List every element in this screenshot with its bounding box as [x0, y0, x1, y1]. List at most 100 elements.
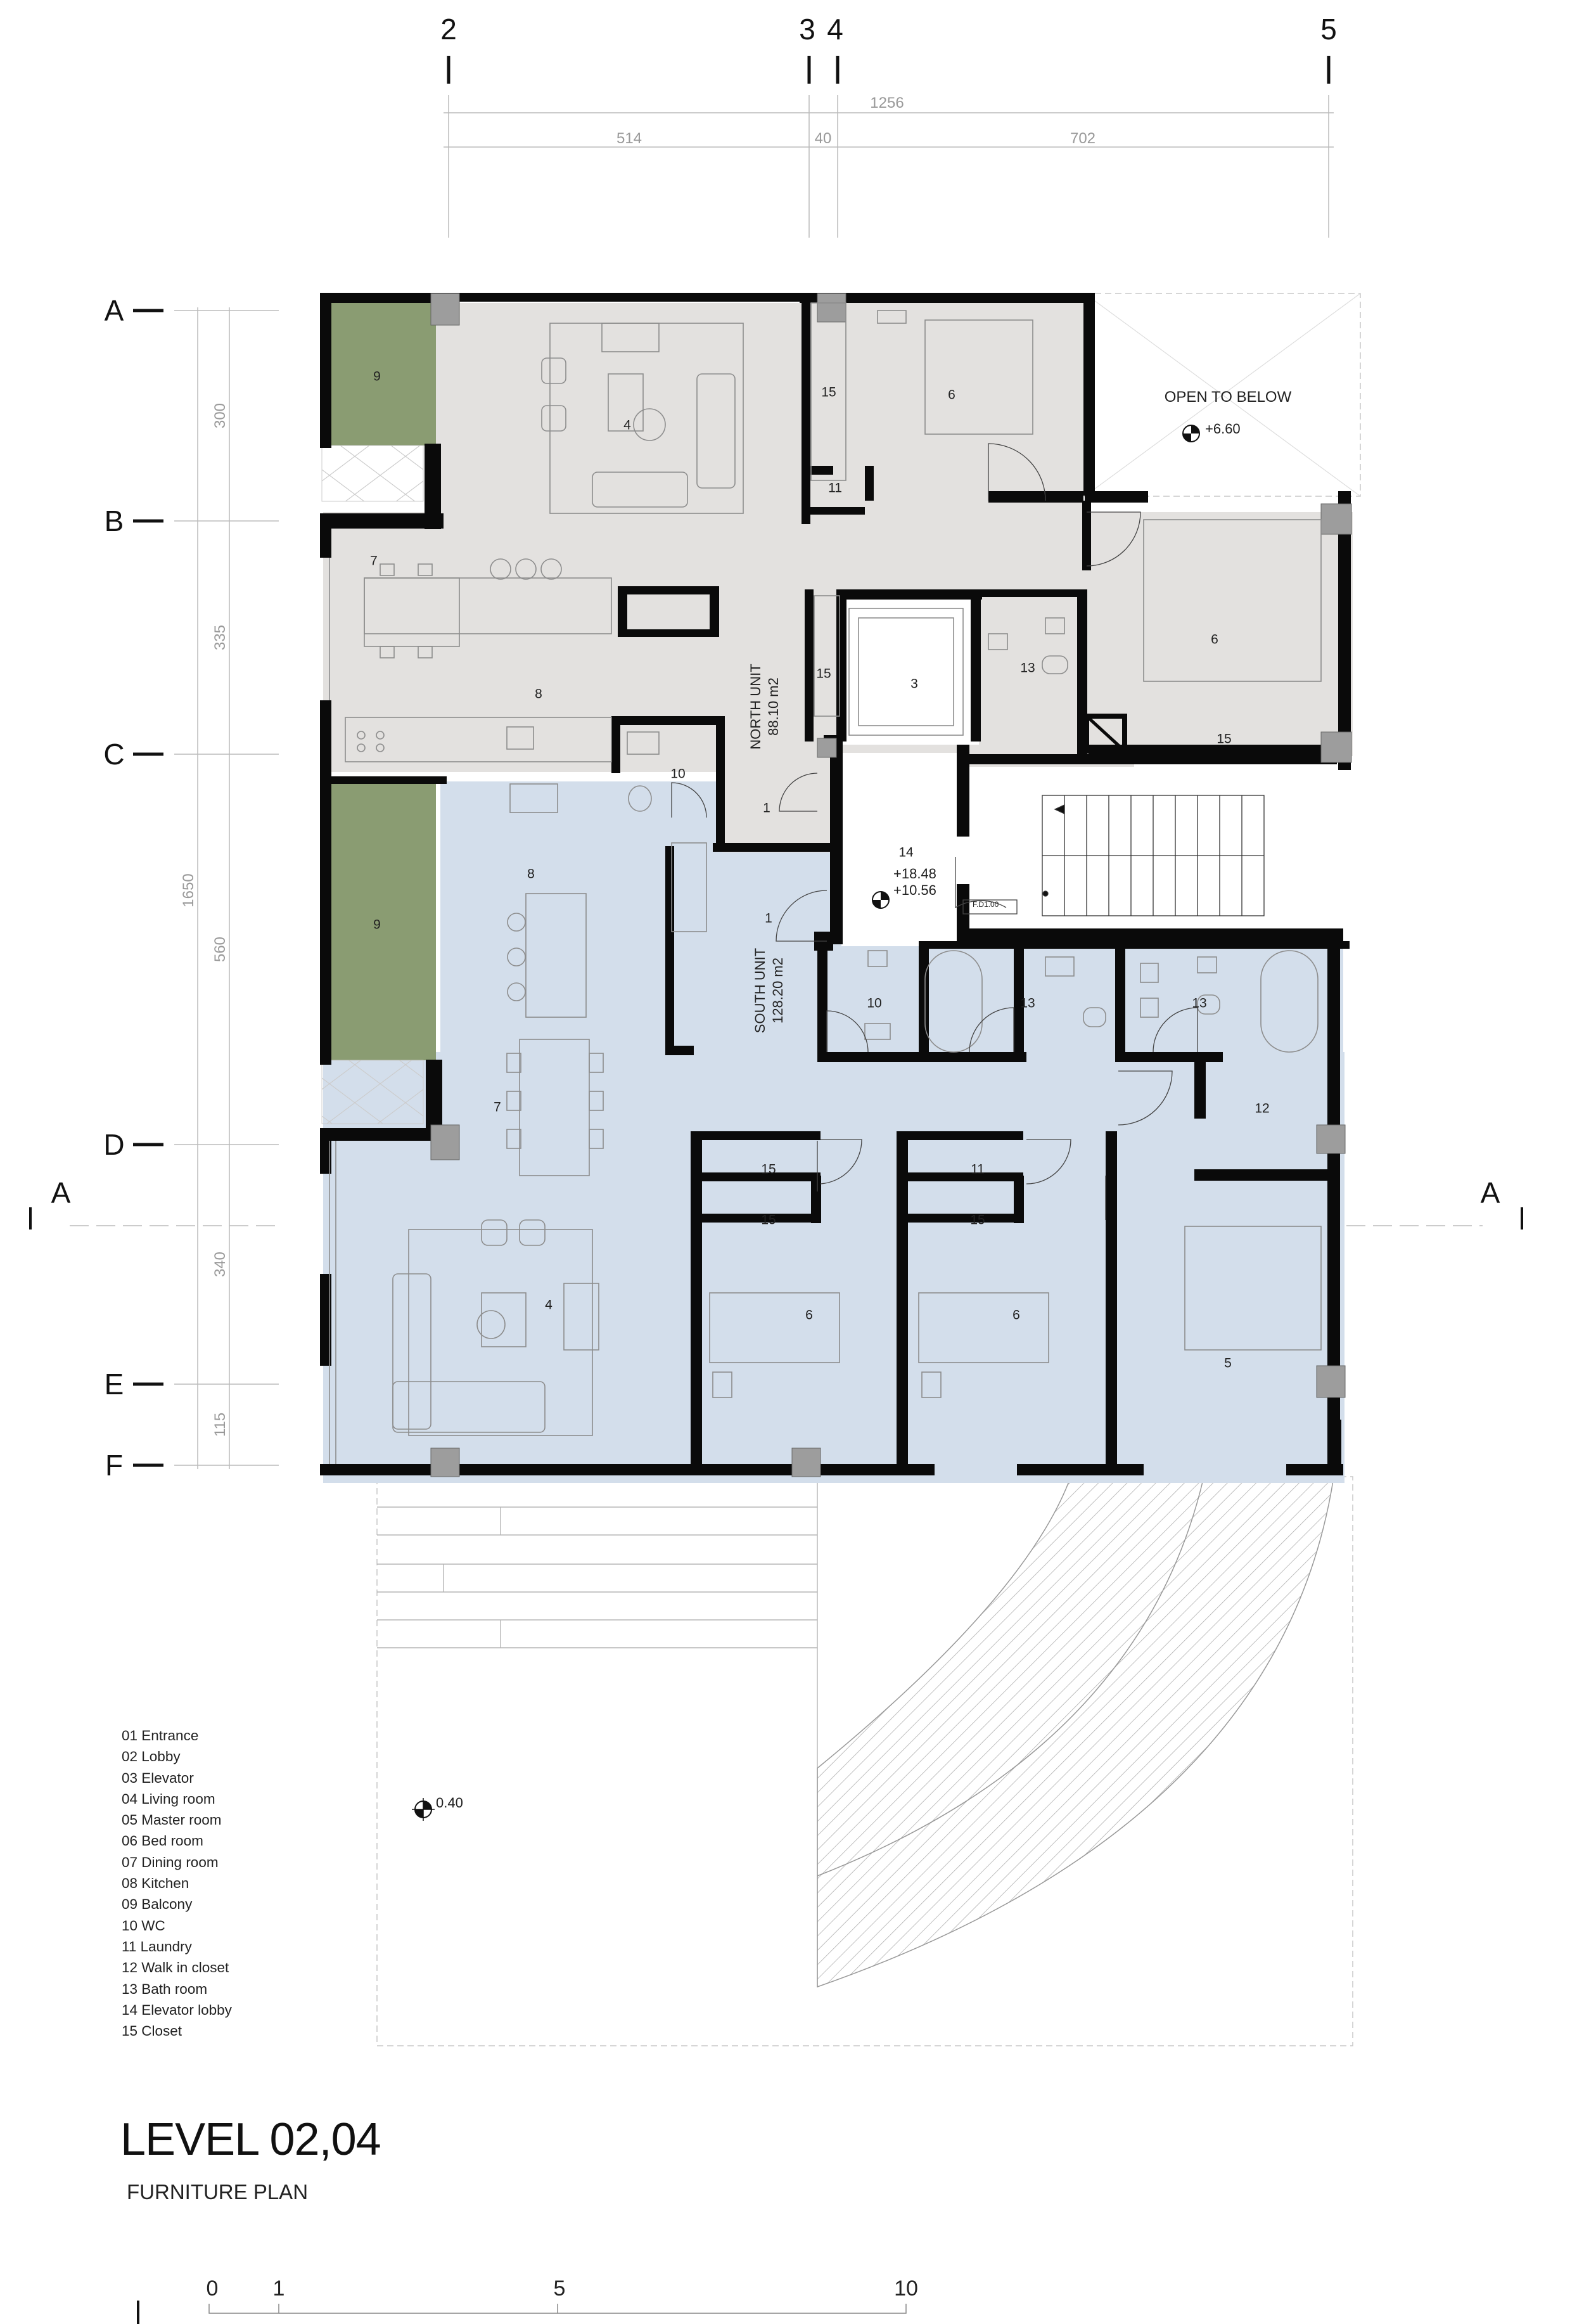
axis-label-F: F — [105, 1449, 123, 1482]
dim-total-top: 1256 — [870, 94, 904, 112]
level-open: +6.60 — [1205, 421, 1241, 437]
axis-label-D: D — [103, 1128, 124, 1161]
furniture-north — [345, 302, 1322, 812]
open-to-below: OPEN TO BELOW +6.60 — [1084, 293, 1361, 497]
balcony-south — [322, 781, 436, 1060]
scale-label-1: 1 — [273, 2276, 285, 2301]
room-num-living-south: 4 — [545, 1298, 552, 1313]
section-label-right: A — [1481, 1176, 1500, 1209]
elevator-lobby — [841, 753, 968, 946]
axis-label-A: A — [105, 294, 124, 327]
room-num-balcony-north: 9 — [373, 369, 381, 384]
scale-label-0: 0 — [207, 2276, 219, 2301]
legend-item: 11 Laundry — [122, 1938, 192, 1955]
room-num-bed-north-2: 6 — [1211, 632, 1218, 647]
room-num-bed-south-1: 6 — [805, 1308, 813, 1323]
room-num-elevator: 3 — [910, 677, 918, 691]
room-num-closet-north-1: 15 — [821, 385, 836, 400]
room-num-bath-south-2: 13 — [1192, 996, 1206, 1011]
dim-335: 335 — [212, 625, 229, 650]
room-num-bath-south-1: 13 — [1020, 996, 1035, 1011]
elevator-shaft — [836, 599, 979, 745]
scale-label-10: 10 — [894, 2276, 918, 2301]
room-num-wc-south: 10 — [867, 996, 881, 1011]
top-grid-axes: 2 3 4 5 1256 514 40 702 — [440, 13, 1337, 238]
room-num-entrance-south: 1 — [765, 911, 772, 926]
legend-item: 05 Master room — [122, 1812, 222, 1828]
legend-item: 13 Bath room — [122, 1981, 208, 1997]
room-num-bed-south-2: 6 — [1012, 1308, 1020, 1323]
level-marker-ground — [412, 1798, 435, 1821]
dim-514: 514 — [616, 130, 642, 147]
room-numbers: 9 4 6 15 11 7 8 15 3 13 6 15 10 1 14 1 8… — [370, 369, 1270, 1371]
south-unit-area: 128.20 m2 — [770, 958, 786, 1024]
north-unit-fill — [323, 303, 1353, 852]
scale-label-5: 5 — [554, 2276, 566, 2301]
room-num-kitchen-south: 8 — [527, 867, 535, 882]
level-marker-open — [1182, 425, 1200, 442]
axis-label-B: B — [105, 504, 124, 537]
legend-item: 03 Elevator — [122, 1769, 194, 1786]
page-subtitle: FURNITURE PLAN — [127, 2180, 309, 2204]
scale-bar: 0 1 5 10 — [137, 2276, 918, 2324]
left-grid-axes: A B C D E F 1650 300 335 560 340 115 — [103, 294, 279, 1482]
stair — [1042, 795, 1265, 916]
doors-south — [776, 890, 1198, 1220]
dim-40: 40 — [815, 130, 832, 147]
legend-item: 07 Dining room — [122, 1854, 219, 1870]
room-num-closet-south-3: 15 — [970, 1213, 985, 1228]
axis-label-E: E — [105, 1368, 124, 1401]
axis-label-3: 3 — [799, 13, 815, 46]
room-num-laundry-north: 11 — [828, 481, 842, 496]
section-markers: A A — [29, 1176, 1523, 1229]
site-area: 0.40 — [376, 1476, 1353, 2046]
axis-label-C: C — [103, 738, 124, 771]
dim-300: 300 — [212, 403, 229, 428]
room-num-living-north: 4 — [623, 418, 631, 433]
legend-item: 10 WC — [122, 1917, 165, 1934]
room-num-entrance-north: 1 — [763, 801, 770, 816]
doors-north — [671, 443, 1141, 915]
room-num-kitchen-north: 8 — [535, 687, 542, 702]
columns — [430, 293, 1352, 1477]
room-num-balcony-south: 9 — [373, 918, 381, 932]
south-unit-fill — [323, 781, 1344, 1483]
legend-item: 04 Living room — [122, 1790, 215, 1807]
axis-label-5: 5 — [1320, 13, 1337, 46]
dim-total-left: 1650 — [180, 873, 197, 907]
room-num-dining-north: 7 — [370, 554, 378, 568]
dim-115: 115 — [212, 1413, 229, 1437]
room-num-walkin-closet: 12 — [1255, 1101, 1269, 1116]
axis-label-4: 4 — [827, 13, 843, 46]
section-label-left: A — [51, 1176, 71, 1209]
axis-label-2: 2 — [440, 13, 457, 46]
legend-item: 02 Lobby — [122, 1749, 181, 1765]
room-legend: 01 Entrance 02 Lobby 03 Elevator 04 Livi… — [122, 1725, 350, 2041]
legend-item: 15 Closet — [122, 2023, 182, 2039]
room-num-closet-south-1: 15 — [761, 1162, 776, 1177]
dim-702: 702 — [1070, 130, 1095, 147]
legend-item: 06 Bed room — [122, 1833, 203, 1849]
room-num-elevator-lobby: 14 — [898, 845, 914, 860]
page-title: LEVEL 02,04 — [120, 2114, 381, 2165]
legend-item: 01 Entrance — [122, 1728, 199, 1743]
room-num-bed-north-1: 6 — [948, 388, 955, 402]
room-num-laundry-south: 11 — [971, 1162, 985, 1177]
legend-item: 09 Balcony — [122, 1896, 193, 1913]
legend-item: 12 Walk in closet — [122, 1960, 229, 1976]
room-num-closet-north-2: 15 — [816, 667, 831, 681]
north-unit-area: 88.10 m2 — [765, 677, 781, 736]
door-tag: F.D1.00 — [973, 900, 999, 909]
level-ground: 0.40 — [436, 1795, 463, 1811]
legend-item: 14 Elevator lobby — [122, 2001, 232, 2018]
furniture-south — [329, 558, 1322, 1464]
room-num-wc-north: 10 — [670, 767, 685, 781]
legend-item: 08 Kitchen — [122, 1875, 189, 1892]
dim-560: 560 — [212, 937, 229, 962]
north-unit-name: NORTH UNIT — [748, 664, 763, 749]
room-num-master: 5 — [1224, 1356, 1232, 1371]
level-lobby-2: +10.56 — [893, 882, 936, 898]
balcony-north — [322, 303, 436, 446]
level-marker-lobby — [872, 891, 890, 909]
